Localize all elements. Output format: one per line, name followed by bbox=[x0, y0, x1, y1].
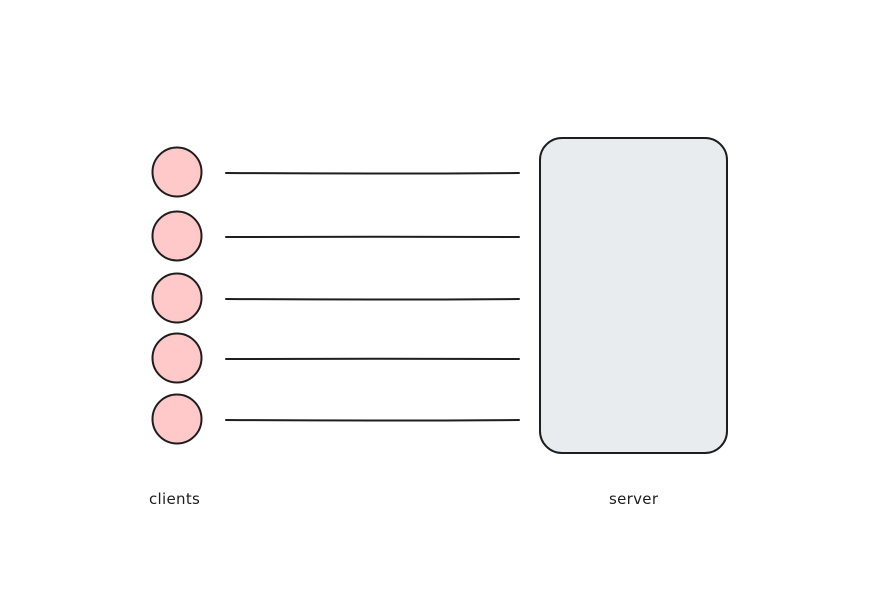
client-circle bbox=[151, 210, 203, 262]
clients-group bbox=[151, 146, 203, 445]
client-circle bbox=[151, 146, 203, 198]
connection-line bbox=[225, 172, 520, 175]
connection-line bbox=[225, 298, 520, 301]
connections-group bbox=[225, 172, 520, 422]
client-circle bbox=[151, 272, 203, 324]
client-circle bbox=[151, 393, 203, 445]
clients-label: clients bbox=[149, 490, 201, 508]
connection-line bbox=[225, 419, 520, 422]
server-box bbox=[539, 137, 728, 454]
server-label: server bbox=[609, 490, 659, 508]
client-circle bbox=[151, 332, 203, 384]
